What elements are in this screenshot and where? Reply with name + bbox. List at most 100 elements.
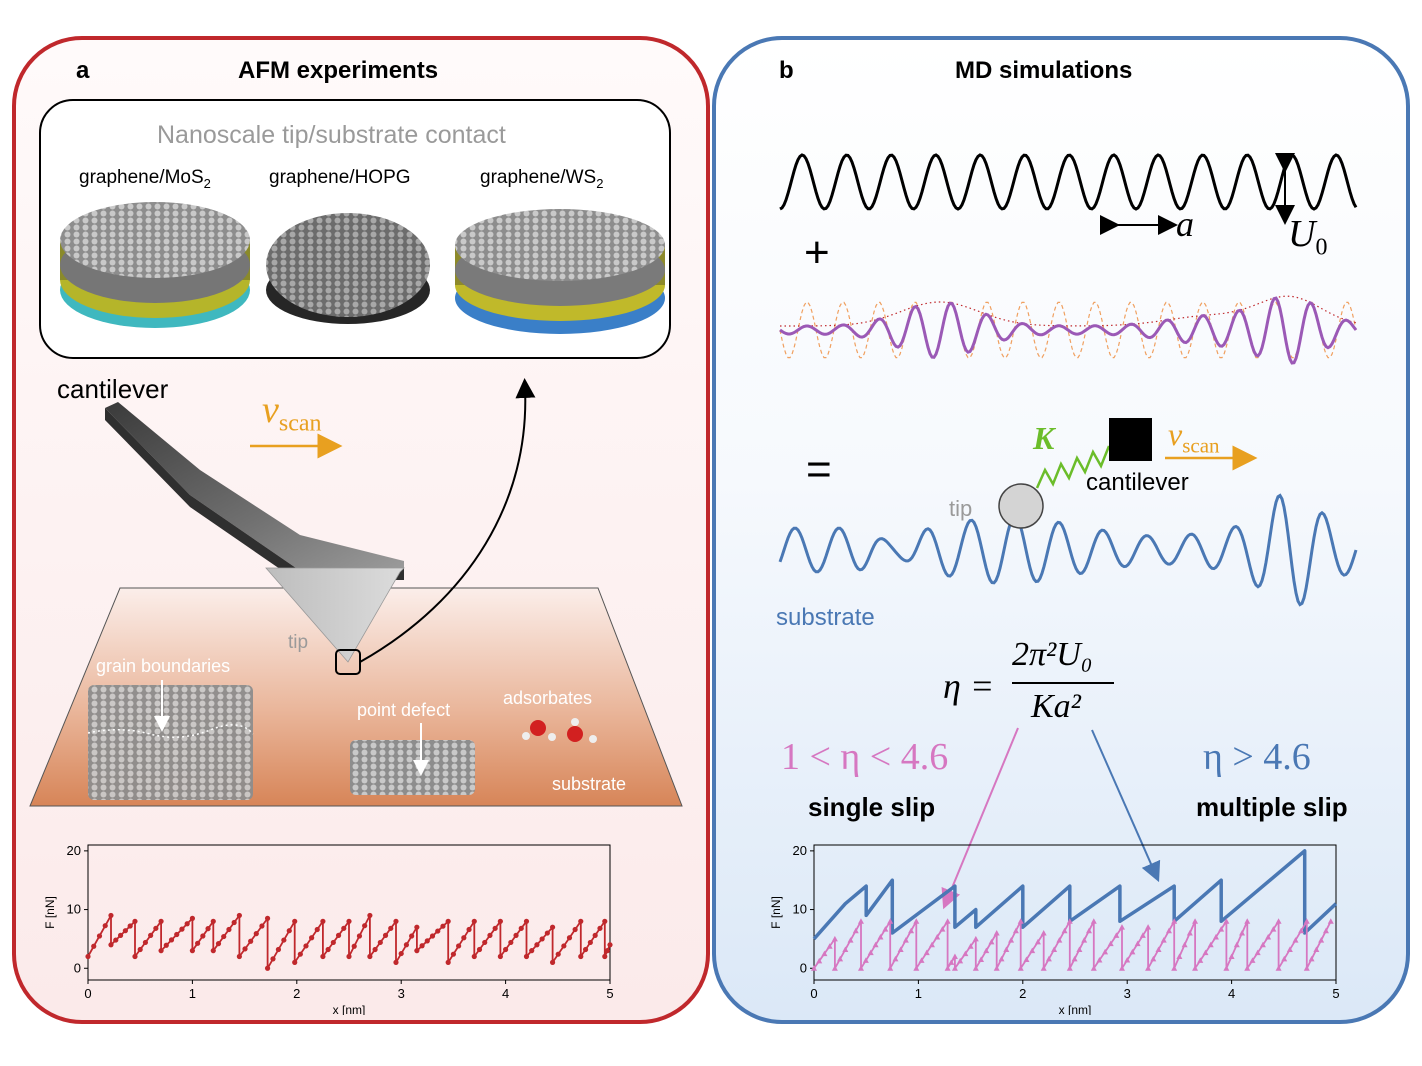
flake-mos2: [60, 202, 250, 328]
adsorbate-molecules: [522, 718, 597, 743]
data-point: [325, 946, 331, 953]
data-point: [242, 946, 248, 952]
data-point: [821, 950, 828, 957]
data-point: [1270, 926, 1277, 932]
data-point: [91, 943, 97, 949]
data-point: [1171, 918, 1178, 924]
data-point: [419, 943, 425, 949]
data-point: [1102, 948, 1109, 955]
data-point: [356, 933, 363, 939]
data-point: [445, 918, 451, 924]
cantilever-block: [1109, 418, 1152, 461]
data-point: [132, 918, 138, 924]
data-point: [993, 965, 1000, 971]
data-point: [908, 927, 915, 934]
data-point: [314, 926, 320, 933]
cantilever-label-b: cantilever: [1086, 469, 1189, 496]
data-point: [414, 924, 420, 930]
data-point: [513, 932, 519, 938]
plot-frame: [813, 844, 1337, 981]
data-point: [466, 926, 472, 933]
y-axis-label: F [nN]: [43, 896, 57, 929]
x-tick-label: 2: [1019, 986, 1026, 1001]
data-point: [450, 951, 456, 957]
lattice-grain-boundaries: [88, 685, 253, 800]
data-point: [320, 918, 326, 924]
data-point: [993, 930, 1000, 936]
data-point: [872, 941, 879, 948]
data-point: [377, 939, 383, 946]
x-axis-label: x [nm]: [333, 1003, 366, 1015]
data-point: [1218, 926, 1225, 932]
flake-ws2: [455, 209, 665, 334]
data-point: [309, 935, 315, 941]
data-point: [1107, 940, 1114, 947]
data-point: [1008, 937, 1015, 943]
data-point: [108, 942, 114, 948]
material-label-hopg: graphene/HOPG: [269, 167, 411, 188]
data-point: [158, 918, 164, 924]
data-point: [335, 932, 342, 938]
data-point: [1181, 941, 1188, 948]
data-point: [1076, 946, 1083, 952]
data-point: [1223, 918, 1230, 924]
x-axis-label: x [nm]: [1059, 1003, 1092, 1015]
substrate-potential-wave: [778, 493, 1358, 607]
data-point: [1223, 965, 1230, 971]
cantilever-label: cantilever: [57, 374, 169, 404]
data-point: [113, 937, 119, 943]
data-point: [221, 933, 227, 940]
data-point: [210, 918, 216, 924]
data-point: [857, 965, 864, 971]
panel-b-title: MD simulations: [955, 57, 1133, 84]
data-point: [393, 959, 399, 965]
data-point: [108, 912, 114, 919]
data-point: [1202, 949, 1209, 956]
data-point: [215, 941, 222, 947]
data-point: [388, 925, 394, 931]
data-point: [923, 949, 930, 956]
data-point: [1254, 949, 1261, 956]
data-point: [1192, 918, 1199, 924]
x-tick-label: 3: [1124, 986, 1131, 1001]
data-point: [816, 957, 823, 964]
inset-title: Nanoscale tip/substrate contact: [157, 121, 506, 149]
data-point: [168, 937, 175, 943]
data-point: [523, 953, 530, 960]
data-point: [549, 959, 556, 965]
y-axis-label: F [nN]: [769, 896, 783, 929]
tip-label-a: tip: [288, 632, 309, 653]
x-tick-label: 5: [1332, 986, 1339, 1001]
data-point: [831, 965, 838, 971]
data-point: [461, 935, 467, 941]
data-point: [1303, 918, 1310, 924]
data-point: [1145, 965, 1152, 971]
data-point: [1265, 933, 1272, 940]
data-point: [346, 918, 352, 924]
data-point: [102, 923, 108, 929]
x-tick-label: 1: [189, 986, 196, 1001]
data-point: [1113, 932, 1120, 938]
data-point: [174, 931, 180, 938]
data-point: [913, 918, 920, 924]
y-tick-label: 20: [793, 843, 807, 858]
vscan-label-b: vscan: [1168, 416, 1220, 458]
data-point: [236, 953, 242, 960]
data-point: [320, 953, 326, 960]
point-defect-label: point defect: [357, 700, 451, 720]
x-tick-label: 4: [1228, 986, 1235, 1001]
data-point: [497, 918, 503, 924]
data-point: [1071, 955, 1078, 962]
data-point: [1150, 955, 1157, 962]
y-tick-label: 0: [800, 960, 807, 975]
data-point: [292, 959, 298, 965]
data-point: [897, 946, 904, 952]
multiple-slip-label: multiple slip: [1196, 792, 1348, 822]
data-point: [1051, 946, 1058, 952]
data-point: [341, 925, 347, 931]
data-point: [1134, 940, 1141, 947]
data-point: [529, 948, 535, 954]
data-point: [1233, 941, 1240, 948]
plot-frame: [87, 844, 611, 981]
